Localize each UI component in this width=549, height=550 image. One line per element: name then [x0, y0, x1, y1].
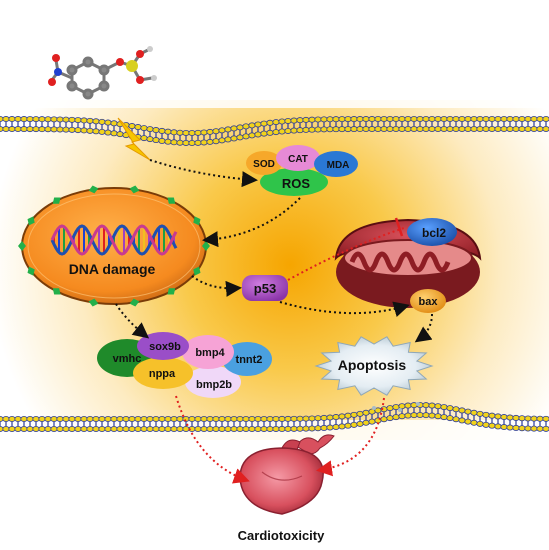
bax-node: bax [410, 289, 446, 313]
apoptosis-burst-icon: Apoptosis [314, 336, 434, 412]
tnnt2-ellipse [222, 342, 272, 376]
chemical-molecule-icon [48, 46, 157, 100]
p53-label: p53 [254, 281, 276, 296]
nppa-ellipse [133, 357, 193, 389]
apoptosis-label: Apoptosis [338, 357, 407, 373]
mda-ellipse [314, 151, 358, 177]
arrow-genes-to-heart [175, 395, 250, 484]
arrow-bax-to-apoptosis [414, 313, 433, 343]
cell-membrane-bottom [0, 401, 549, 432]
arrow-p53-to-bax [279, 301, 410, 317]
cat-ellipse [276, 145, 320, 171]
gene-cluster: vmhc sox9b bmp4 tnnt2 nppa bmp2b [97, 332, 272, 398]
mitochondrion-icon [334, 218, 482, 308]
sod-label: SOD [253, 159, 275, 170]
arrow-exposure-to-ros [149, 159, 258, 188]
cardiotoxicity-label: Cardiotoxicity [238, 528, 325, 543]
nppa-label: nppa [149, 368, 176, 380]
cell-membrane-top [0, 116, 549, 146]
bcl2-node: bcl2 [407, 218, 457, 246]
heart-icon [239, 434, 335, 515]
vmhc-label: vmhc [113, 353, 142, 365]
sod-ellipse [246, 151, 282, 175]
p53-node: p53 [242, 275, 288, 301]
mda-label: MDA [327, 160, 350, 171]
inhibit-p53-bcl2 [287, 227, 405, 281]
sox9b-ellipse [137, 332, 189, 360]
cat-label: CAT [288, 154, 308, 165]
bmp4-label: bmp4 [195, 347, 225, 359]
pathway-arrows [115, 159, 433, 484]
arrow-ros-to-dna [202, 197, 301, 248]
ros-ellipse [260, 168, 328, 196]
sox9b-label: sox9b [149, 341, 181, 353]
bmp2b-ellipse [185, 366, 241, 398]
ros-label: ROS [282, 176, 311, 191]
tnnt2-label: tnnt2 [236, 354, 263, 366]
bmp4-ellipse [182, 335, 234, 369]
bax-label: bax [419, 296, 439, 308]
ros-cluster: SOD CAT MDA ROS [246, 145, 358, 196]
bmp2b-label: bmp2b [196, 379, 232, 391]
dna-damage-label: DNA damage [69, 261, 156, 277]
nucleus-dna-icon: DNA damage [18, 185, 210, 307]
bcl2-label: bcl2 [422, 226, 446, 240]
inhibition-bar [394, 217, 404, 237]
arrow-dna-to-genes [115, 303, 150, 339]
